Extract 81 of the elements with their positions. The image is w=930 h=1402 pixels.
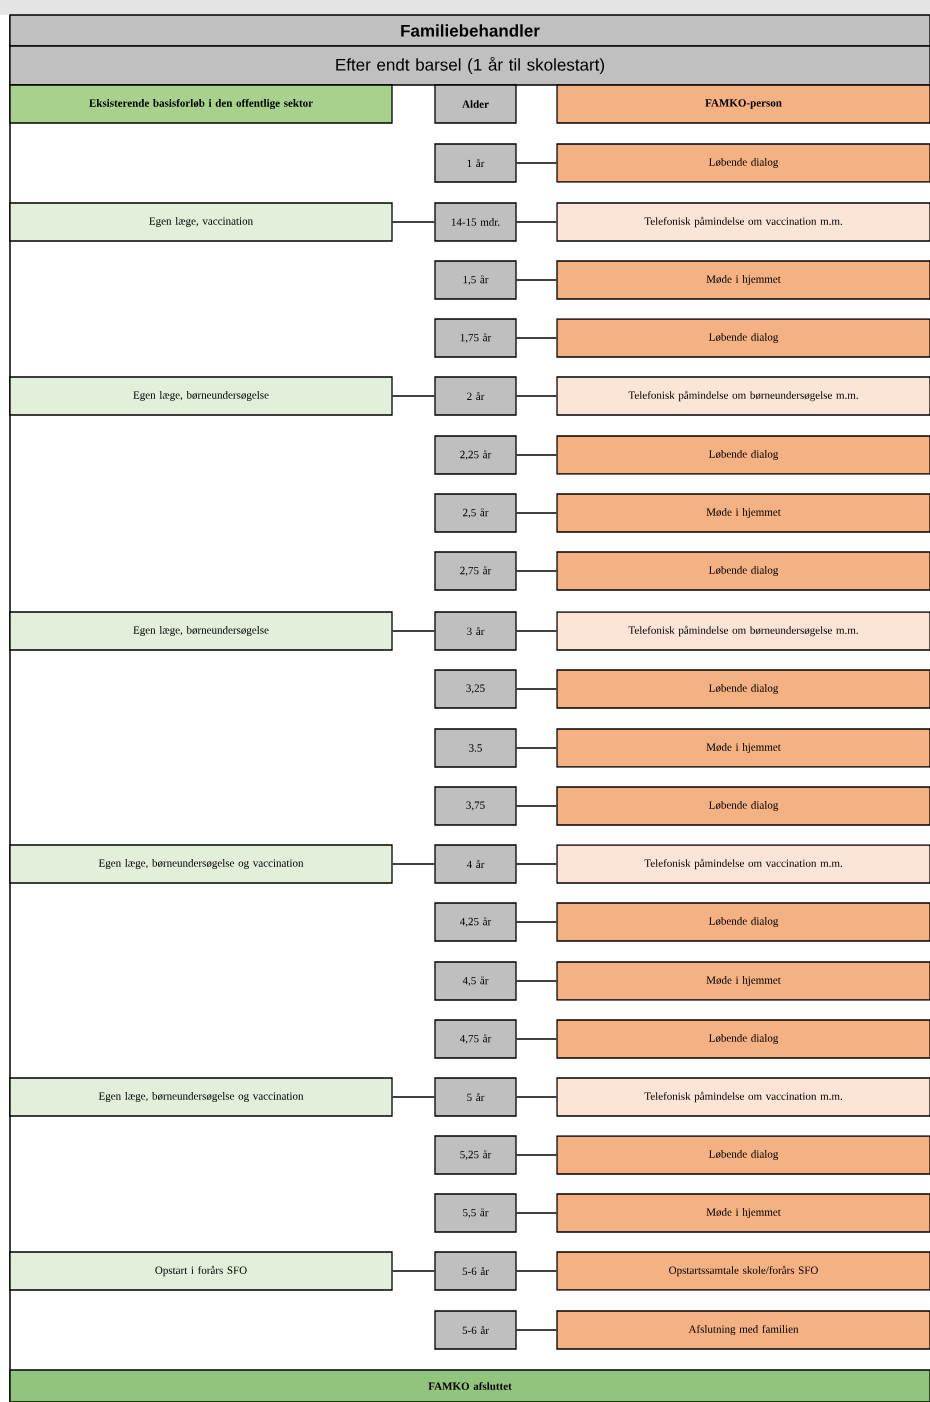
connector-line bbox=[516, 1212, 557, 1214]
reminder-box: Telefonisk påmindelse om vaccination m.m. bbox=[556, 844, 930, 884]
activity-box: Løbende dialog bbox=[556, 786, 930, 826]
connector-line bbox=[516, 279, 557, 281]
activity-box: Løbende dialog bbox=[556, 902, 930, 942]
heading-band: Efter endt barsel (1 år til skolestart) bbox=[9, 45, 930, 86]
activity-box: Løbende dialog bbox=[556, 143, 930, 183]
connector-line bbox=[516, 1038, 557, 1040]
connector-line bbox=[516, 1096, 557, 1098]
activity-box: Løbende dialog bbox=[556, 551, 930, 591]
public-sector-box: Egen læge, børneundersøgelse og vaccination bbox=[9, 844, 393, 884]
public-sector-box: Opstart i forårs SFO bbox=[9, 1251, 393, 1291]
connector-line bbox=[516, 395, 557, 397]
age-box: 4,5 år bbox=[434, 961, 517, 1001]
age-box: 3 år bbox=[434, 611, 517, 651]
activity-box: Møde i hjemmet bbox=[556, 493, 930, 533]
connector-line bbox=[392, 863, 435, 865]
public-sector-box: Egen læge, børneundersøgelse og vaccination bbox=[9, 1077, 393, 1117]
age-box: 2,25 år bbox=[434, 435, 517, 475]
connector-line bbox=[516, 863, 557, 865]
age-box: 5 år bbox=[434, 1077, 517, 1117]
activity-box: Afslutning med familien bbox=[556, 1310, 930, 1350]
age-box: 5-6 år bbox=[434, 1251, 517, 1291]
age-box: 2,5 år bbox=[434, 493, 517, 533]
reminder-box: Telefonisk påmindelse om vaccination m.m. bbox=[556, 1077, 930, 1117]
activity-box: Løbende dialog bbox=[556, 435, 930, 475]
activity-box: FAMKO-person bbox=[556, 84, 930, 124]
connector-line bbox=[516, 512, 557, 514]
age-box: 4,75 år bbox=[434, 1019, 517, 1059]
connector-line bbox=[516, 1154, 557, 1156]
activity-box: Løbende dialog bbox=[556, 1135, 930, 1175]
activity-box: Løbende dialog bbox=[556, 669, 930, 709]
public-sector-box: Egen læge, børneundersøgelse bbox=[9, 611, 393, 651]
age-box: 1,5 år bbox=[434, 260, 517, 300]
age-box: 4 år bbox=[434, 844, 517, 884]
age-box: 2,75 år bbox=[434, 551, 517, 591]
reminder-box: Telefonisk påmindelse om børneundersøgelse m.m. bbox=[556, 611, 930, 651]
connector-line bbox=[392, 221, 435, 223]
activity-box: Møde i hjemmet bbox=[556, 961, 930, 1001]
connector-line bbox=[392, 1096, 435, 1098]
connector-line bbox=[516, 162, 557, 164]
age-box: 5,5 år bbox=[434, 1193, 517, 1233]
age-box: 5-6 år bbox=[434, 1310, 517, 1350]
age-box: 3,75 bbox=[434, 786, 517, 826]
age-box: 3,25 bbox=[434, 669, 517, 709]
column-header: Eksisterende basisforløb i den offentlige sektor bbox=[9, 84, 393, 124]
connector-line bbox=[516, 454, 557, 456]
heading-band: Familiebehandler bbox=[9, 14, 930, 47]
connector-line bbox=[516, 688, 557, 690]
connector-line bbox=[516, 921, 557, 923]
connector-line bbox=[516, 337, 557, 339]
activity-box: Møde i hjemmet bbox=[556, 1193, 930, 1233]
connector-line bbox=[392, 1270, 435, 1272]
age-box: 14-15 mdr. bbox=[434, 202, 517, 242]
age-box: 1 år bbox=[434, 143, 517, 183]
connector-line bbox=[516, 221, 557, 223]
public-sector-box: Egen læge, børneundersøgelse bbox=[9, 376, 393, 416]
connector-line bbox=[392, 630, 435, 632]
age-box: Alder bbox=[434, 84, 517, 124]
connector-line bbox=[392, 395, 435, 397]
connector-line bbox=[516, 805, 557, 807]
connector-line bbox=[516, 747, 557, 749]
reminder-box: Telefonisk påmindelse om vaccination m.m. bbox=[556, 202, 930, 242]
age-box: 2 år bbox=[434, 376, 517, 416]
age-box: 3.5 bbox=[434, 728, 517, 768]
public-sector-box: Egen læge, vaccination bbox=[9, 202, 393, 242]
activity-box: Møde i hjemmet bbox=[556, 728, 930, 768]
activity-box: Løbende dialog bbox=[556, 318, 930, 358]
connector-line bbox=[516, 1270, 557, 1272]
age-box: 1,75 år bbox=[434, 318, 517, 358]
connector-line bbox=[516, 570, 557, 572]
age-box: 5,25 år bbox=[434, 1135, 517, 1175]
connector-line bbox=[516, 1329, 557, 1331]
connector-line bbox=[516, 980, 557, 982]
activity-box: Møde i hjemmet bbox=[556, 260, 930, 300]
reminder-box: Telefonisk påmindelse om børneundersøgelse m.m. bbox=[556, 376, 930, 416]
closing-band: FAMKO afsluttet bbox=[9, 1369, 930, 1402]
activity-box: Opstartssamtale skole/forårs SFO bbox=[556, 1251, 930, 1291]
age-box: 4,25 år bbox=[434, 902, 517, 942]
connector-line bbox=[516, 630, 557, 632]
activity-box: Løbende dialog bbox=[556, 1019, 930, 1059]
